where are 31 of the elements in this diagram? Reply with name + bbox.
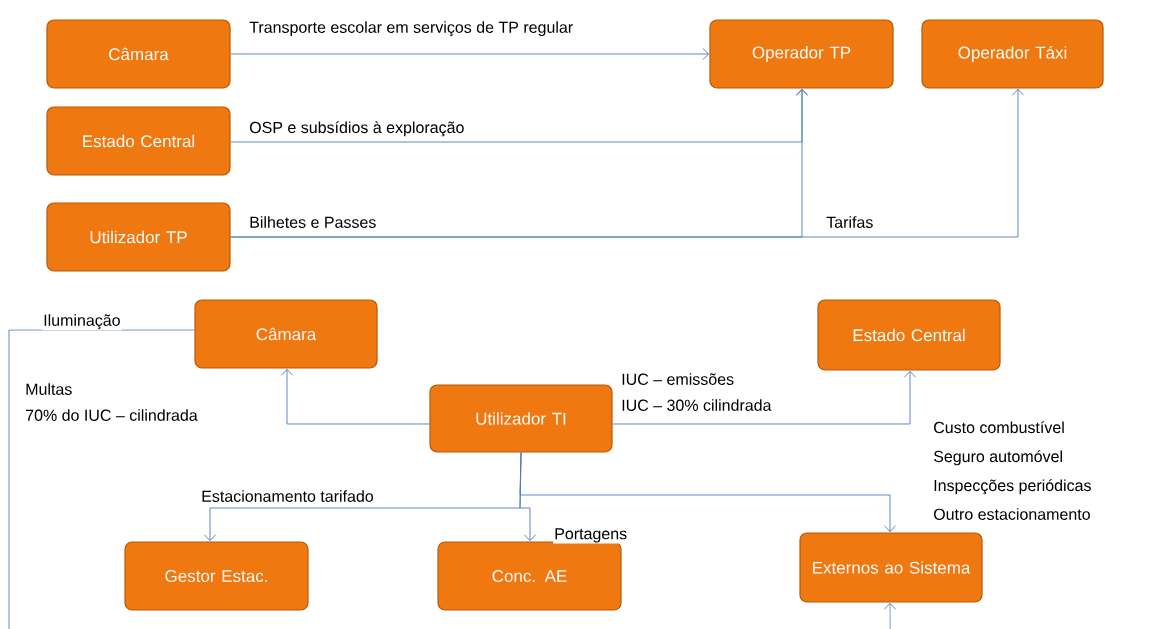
edge-label: Transporte escolar em serviços de TP regular xyxy=(248,20,575,38)
arrow xyxy=(519,452,896,533)
note-text: Inspecções periódicas xyxy=(934,479,1091,495)
process-box: Operador TP xyxy=(709,19,894,89)
arrow xyxy=(281,368,430,425)
note-text: IUC – 30% cilindrada xyxy=(622,399,772,411)
edge-label: Estacionamento tarifado xyxy=(200,489,375,503)
process-box: Gestor Estac. xyxy=(124,541,309,611)
edge-label: Iluminação xyxy=(42,313,122,331)
note-text: Outro estacionamento xyxy=(933,508,1090,520)
note-text: IUC – emissões xyxy=(622,373,734,385)
arrow xyxy=(612,370,916,425)
note-text: Seguro automóvel xyxy=(933,450,1062,466)
process-box: Externos ao Sistema xyxy=(799,532,983,603)
process-box: Utilizador TP xyxy=(46,202,231,272)
edge-label: Portagens xyxy=(553,527,629,544)
arrow xyxy=(884,602,896,629)
process-box: Câmara xyxy=(46,19,231,89)
process-box: Estado Central xyxy=(46,106,231,176)
note-text: 70% do IUC – cilindrada xyxy=(26,409,198,421)
arrow xyxy=(230,88,1024,238)
edge-label: Tarifas xyxy=(825,215,875,229)
arrow xyxy=(230,48,710,60)
edge-label: Bilhetes e Passes xyxy=(248,215,378,229)
edge-label: OSP e subsídios à exploração xyxy=(248,120,466,138)
process-box: Operador Táxi xyxy=(921,19,1104,89)
note-text: Multas xyxy=(26,383,72,395)
process-box: Estado Central xyxy=(817,299,1001,371)
note-text: Custo combustível xyxy=(934,421,1064,434)
process-box: Utilizador TI xyxy=(429,384,613,453)
process-box: Câmara xyxy=(194,299,378,369)
